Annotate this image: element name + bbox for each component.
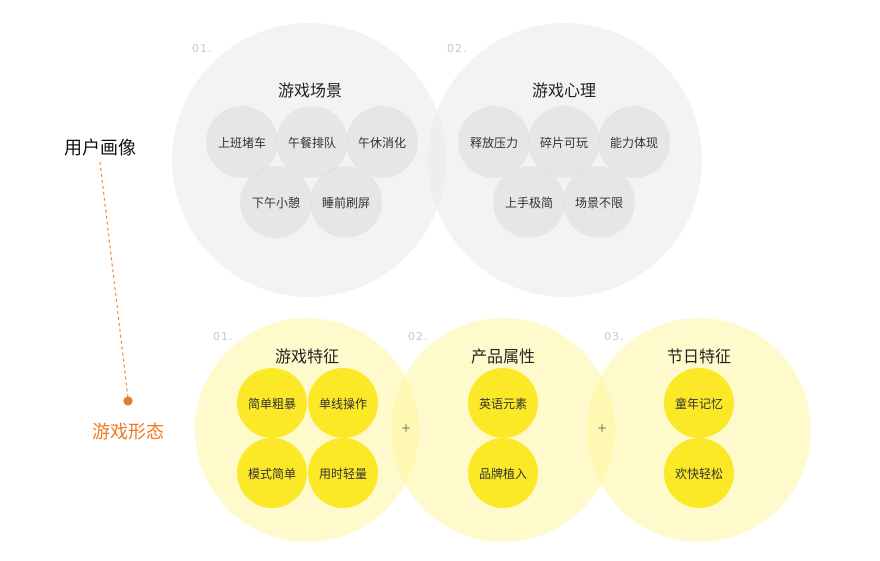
tag-item: 上班堵车 xyxy=(206,106,278,178)
label-game-form: 游戏形态 xyxy=(92,422,164,443)
tag-item: 英语元素 xyxy=(468,368,538,438)
group-number: 02. xyxy=(447,42,468,55)
tag-item: 上手极简 xyxy=(493,166,565,238)
plus-sign: + xyxy=(597,421,608,435)
group-title-festival-features: 节日特征 xyxy=(666,347,731,366)
tag-item: 能力体现 xyxy=(598,106,670,178)
group-title-game-features: 游戏特征 xyxy=(274,347,339,366)
tag-item: 睡前刷屏 xyxy=(310,166,382,238)
label-user-profile: 用户画像 xyxy=(64,138,136,159)
tag-item: 用时轻量 xyxy=(308,438,378,508)
tag-item: 释放压力 xyxy=(458,106,530,178)
tag-item: 下午小憩 xyxy=(240,166,312,238)
tag-item: 场景不限 xyxy=(563,166,635,238)
group-title-game-psychology: 游戏心理 xyxy=(531,81,596,100)
tag-item: 午餐排队 xyxy=(276,106,348,178)
group-circle-game-features xyxy=(195,318,419,542)
tag-item: 简单粗暴 xyxy=(237,368,307,438)
tag-item: 模式简单 xyxy=(237,438,307,508)
group-number: 03. xyxy=(604,330,625,343)
plus-sign: + xyxy=(401,421,412,435)
connector-dot xyxy=(123,396,133,406)
group-number: 01. xyxy=(192,42,213,55)
tag-item: 单线操作 xyxy=(308,368,378,438)
tag-item: 欢快轻松 xyxy=(664,438,734,508)
group-number: 02. xyxy=(408,330,429,343)
group-title-game-scene: 游戏场景 xyxy=(277,81,342,100)
tag-item: 童年记忆 xyxy=(664,368,734,438)
group-title-product-attributes: 产品属性 xyxy=(470,347,535,366)
tag-item: 品牌植入 xyxy=(468,438,538,508)
group-number: 01. xyxy=(213,330,234,343)
tag-item: 碎片可玩 xyxy=(528,106,600,178)
tag-item: 午休消化 xyxy=(346,106,418,178)
